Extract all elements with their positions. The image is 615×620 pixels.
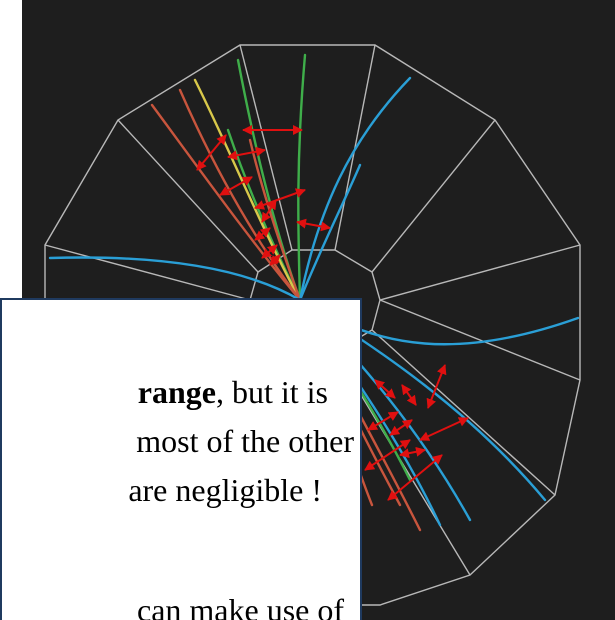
caption-line-4: can make use of	[136, 592, 344, 620]
detector-outline	[44, 44, 581, 606]
track-blue	[48, 256, 302, 302]
spoke	[379, 299, 581, 381]
distance-arrow	[261, 199, 277, 223]
distance-arrow	[374, 379, 396, 399]
track-blue	[298, 76, 412, 302]
text-callout: range, but it is most of the other are n…	[0, 298, 362, 620]
distance-arrow	[269, 254, 281, 266]
distance-arrow	[401, 384, 417, 406]
distance-arrow	[426, 364, 447, 409]
track-blue	[298, 163, 362, 302]
spoke	[117, 119, 259, 273]
arrows-lower-jet	[364, 364, 469, 501]
caption-line-1-rest: , but it is	[215, 374, 328, 410]
distance-arrow	[389, 419, 413, 436]
distance-arrow	[196, 134, 227, 171]
track-red	[150, 103, 302, 302]
spoke	[371, 119, 496, 273]
distance-arrow	[399, 446, 426, 459]
distance-arrow	[296, 218, 331, 232]
distance-arrow	[219, 176, 253, 196]
caption-line-1: range, but it is	[138, 372, 328, 412]
spoke	[44, 244, 251, 301]
distance-arrow	[227, 146, 266, 161]
spoke	[371, 329, 556, 496]
caption-line-3: are negligible !	[128, 472, 322, 508]
outer-polygon	[44, 44, 581, 606]
caption-line-2: most of the other	[136, 423, 354, 459]
distance-arrow	[367, 411, 399, 431]
distance-arrow	[387, 454, 443, 501]
distance-arrow	[419, 417, 469, 441]
distance-arrow	[254, 227, 271, 241]
distance-arrow	[261, 244, 278, 259]
caption-bold-word: range	[137, 374, 216, 410]
spoke	[239, 44, 293, 251]
spoke	[379, 244, 581, 301]
arrows-upper-jet	[196, 125, 331, 266]
track-red	[178, 88, 302, 302]
